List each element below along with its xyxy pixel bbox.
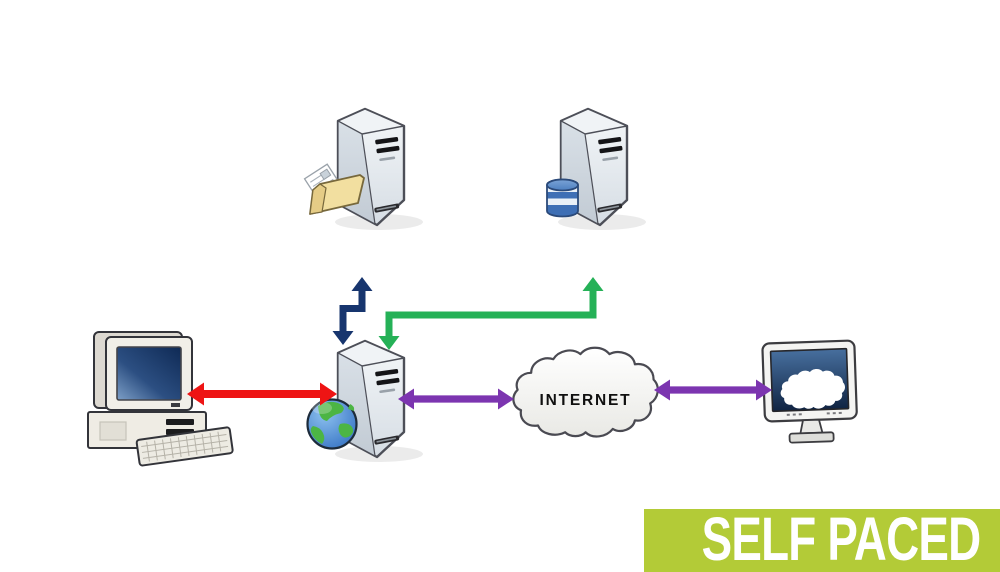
globe-icon: [306, 398, 358, 450]
database-server: [546, 107, 648, 232]
desktop-computer-icon: [87, 331, 234, 467]
remote-client-monitor: [761, 339, 858, 444]
monitor-cloud-icon: [761, 339, 858, 444]
database-icon: [546, 178, 579, 218]
arrow-internet-remoteclient: [654, 379, 772, 401]
arrow-webserver-databaseserver: [378, 277, 604, 350]
self-paced-banner: SELF PACED: [644, 506, 1000, 572]
monitor-stand-base: [788, 431, 835, 444]
banner-text: SELF PACED: [702, 506, 981, 572]
folder-icon: [303, 163, 365, 215]
file-server: [303, 107, 425, 232]
banner-background: [644, 509, 1000, 572]
server-tower-icon: [333, 107, 425, 232]
crt-screen: [116, 346, 182, 401]
internet-label: INTERNET: [540, 392, 632, 409]
client-computer: [87, 331, 234, 467]
arrow-webserver-fileserver: [332, 277, 373, 345]
keyboard-icon: [135, 426, 234, 467]
arrow-client-webserver: [187, 382, 337, 406]
web-server: [306, 339, 425, 464]
arrow-webserver-internet: [398, 388, 514, 410]
internet-cloud: INTERNET: [512, 346, 659, 438]
